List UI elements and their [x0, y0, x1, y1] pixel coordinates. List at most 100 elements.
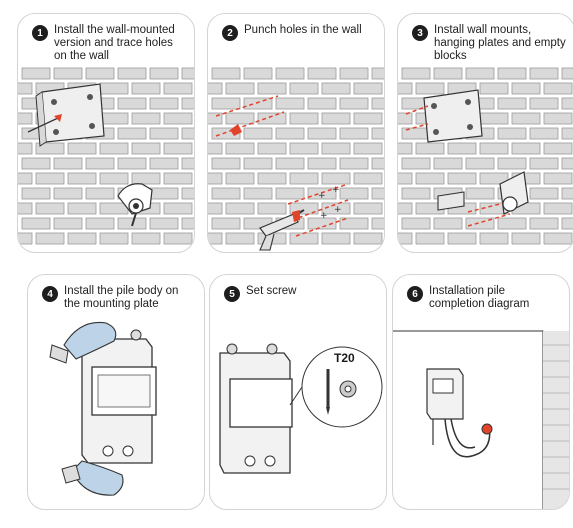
brick: [530, 188, 558, 199]
brick: [182, 188, 195, 199]
brick: [530, 218, 558, 229]
brick: [308, 98, 336, 109]
brick: [132, 143, 160, 154]
brick: [416, 173, 444, 184]
brick: [562, 158, 573, 169]
brick: [86, 68, 114, 79]
brick: [68, 233, 96, 244]
brick: [68, 143, 96, 154]
brick: [276, 68, 304, 79]
brick: [244, 188, 272, 199]
step-panel-5: 5 Set screw T20: [209, 274, 387, 510]
brick: [480, 83, 508, 94]
brick: [100, 203, 128, 214]
brick: [354, 203, 382, 214]
brick: [340, 68, 368, 79]
brick: [164, 203, 192, 214]
brick: [448, 143, 476, 154]
brick: [562, 128, 573, 139]
brick: [164, 83, 192, 94]
brick: [402, 68, 430, 79]
brick: [340, 188, 368, 199]
brick: [322, 83, 350, 94]
brick: [530, 158, 558, 169]
brick: [308, 128, 336, 139]
brick: [244, 158, 272, 169]
brick: [164, 113, 192, 124]
brick: [398, 233, 412, 244]
brick: [226, 83, 254, 94]
brick: [448, 173, 476, 184]
brick: [512, 83, 540, 94]
brick: [132, 83, 160, 94]
brick: [402, 158, 430, 169]
brick: [208, 113, 222, 124]
brick: [372, 218, 385, 229]
brick: [340, 98, 368, 109]
brick: [18, 233, 32, 244]
brick: [480, 143, 508, 154]
brick: [322, 113, 350, 124]
brick: [258, 113, 286, 124]
brick: [182, 218, 195, 229]
brick: [498, 158, 526, 169]
brick: [544, 233, 572, 244]
brick: [398, 173, 412, 184]
brick: [150, 98, 178, 109]
brick: [530, 98, 558, 109]
brick: [354, 143, 382, 154]
brick: [372, 188, 385, 199]
brick: [258, 173, 286, 184]
brick: [208, 83, 222, 94]
brick: [18, 173, 32, 184]
brick: [308, 158, 336, 169]
brick: [208, 203, 222, 214]
brick: [118, 98, 146, 109]
brick: [244, 68, 272, 79]
brick: [398, 143, 412, 154]
brick: [54, 68, 82, 79]
brick: [562, 68, 573, 79]
brick: [212, 158, 240, 169]
tool-label: T20: [334, 351, 355, 365]
brick: [372, 98, 385, 109]
brick: [86, 188, 114, 199]
drilling-illustration: ++ ++: [208, 14, 385, 253]
brick: [226, 143, 254, 154]
mount-install-illustration: [398, 14, 573, 253]
brick: [398, 83, 412, 94]
brick: [402, 188, 430, 199]
brick: [398, 203, 412, 214]
brick: [18, 203, 32, 214]
brick: [498, 218, 526, 229]
brick: [150, 218, 178, 229]
brick: [100, 113, 128, 124]
brick: [18, 83, 32, 94]
brick: [18, 113, 32, 124]
brick: [276, 188, 304, 199]
brick: [150, 158, 178, 169]
brick: [54, 158, 82, 169]
step-panel-2: 2 Punch holes in the wall ++ ++: [207, 13, 385, 253]
brick: [544, 173, 572, 184]
brick: [562, 218, 573, 229]
brick: [212, 98, 240, 109]
brick: [290, 83, 318, 94]
brick: [22, 158, 50, 169]
brick: [480, 233, 508, 244]
brick: [512, 233, 540, 244]
set-screw-illustration: [210, 275, 387, 510]
brick: [498, 128, 526, 139]
brick: [132, 113, 160, 124]
brick: [164, 233, 192, 244]
brick: [544, 113, 572, 124]
brick: [226, 173, 254, 184]
svg-text:+: +: [318, 191, 326, 201]
brick: [562, 188, 573, 199]
brick: [86, 158, 114, 169]
brick: [118, 68, 146, 79]
brick: [182, 128, 195, 139]
svg-text:+: +: [334, 205, 342, 215]
brick: [372, 158, 385, 169]
step-panel-1: 1 Install the wall-mounted version and t…: [17, 13, 195, 253]
